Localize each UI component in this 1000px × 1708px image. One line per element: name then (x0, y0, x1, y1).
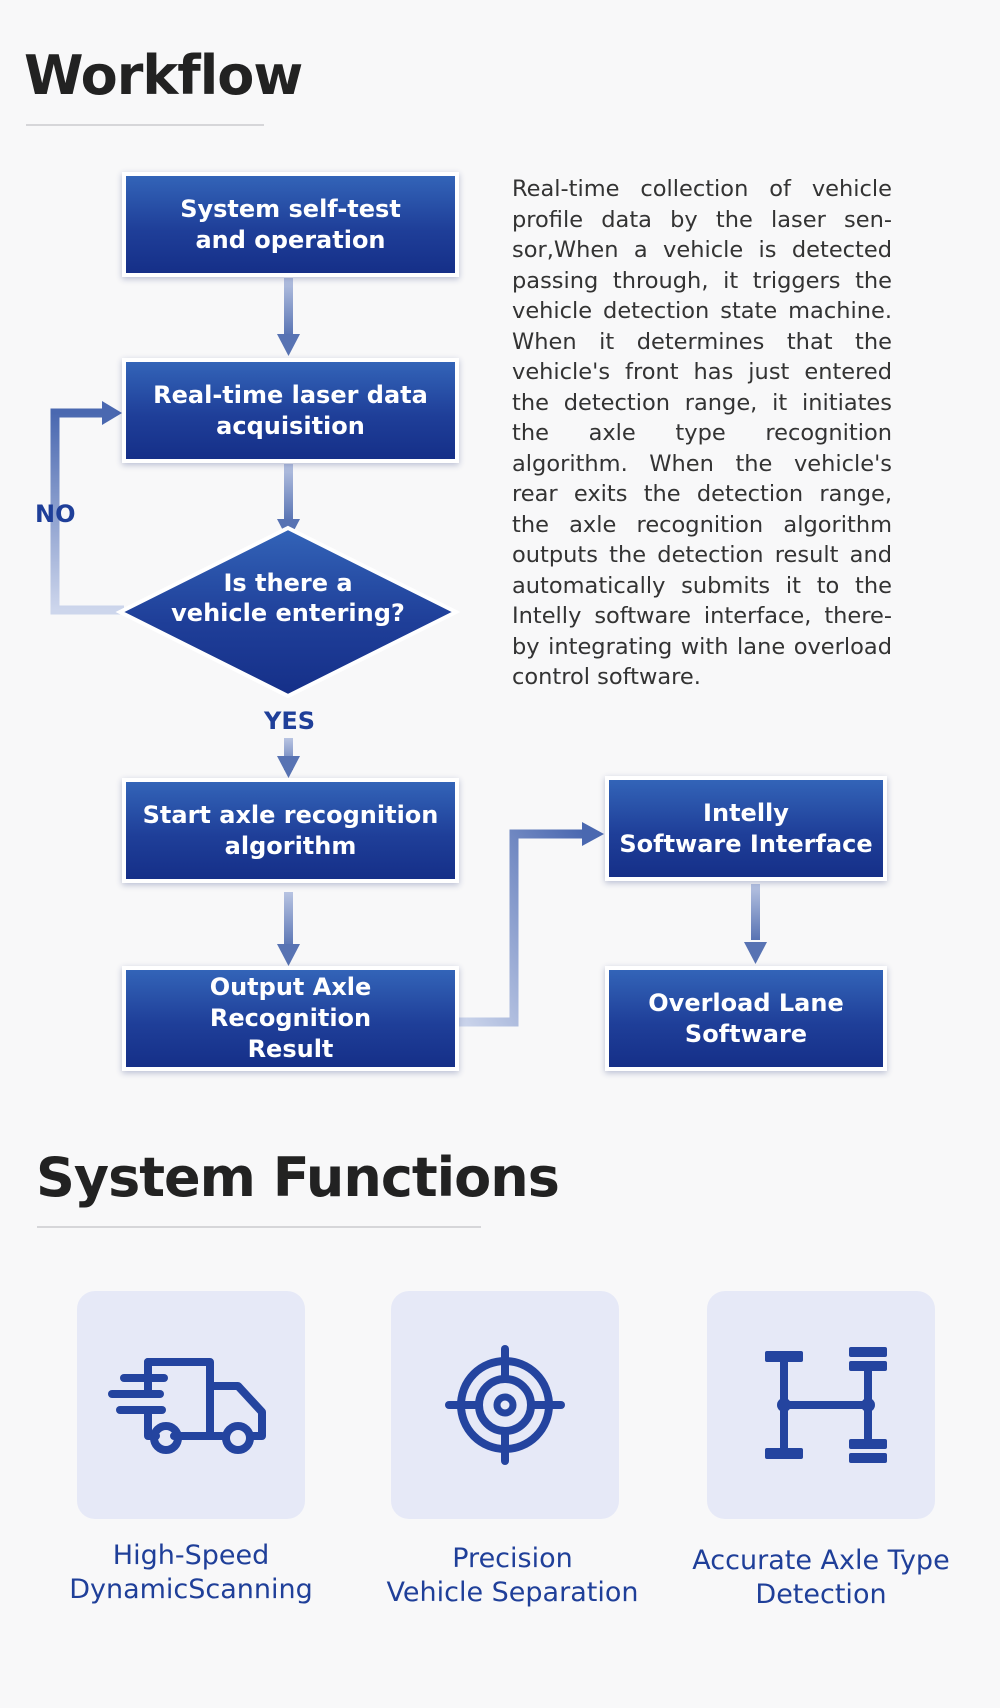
flow-connectors (50, 278, 767, 1027)
step-output-result: Output Axle Recognition Result (122, 966, 459, 1071)
feature-card-separation (391, 1291, 619, 1519)
step-overload-lane-label: Overload Lane Software (648, 988, 844, 1048)
functions-title-rule (37, 1226, 481, 1228)
step-output-result-label: Output Axle Recognition Result (209, 973, 372, 1063)
functions-title: System Functions (36, 1146, 560, 1209)
step-laser-acquisition: Real-time laser data acquisition (122, 358, 459, 463)
arrow-no-loop (50, 401, 124, 615)
axle-chassis-icon (765, 1347, 887, 1463)
arrow-intelly-to-overload (744, 884, 767, 964)
arrow-output-to-intelly (458, 822, 604, 1027)
workflow-title: Workflow (24, 44, 303, 107)
feature-label-axle-detection: Accurate Axle Type Detection (692, 1545, 950, 1610)
step-self-test-label: System self-test and operation (180, 194, 401, 254)
yes-branch-label: YES (264, 707, 316, 735)
step-intelly-interface-label: Intelly Software Interface (619, 798, 873, 858)
step-axle-recognition-label: Start axle recognition algorithm (142, 800, 439, 860)
arrow-axle-to-output (277, 892, 300, 966)
step-overload-lane: Overload Lane Software (605, 966, 887, 1071)
decision-diamond (115, 525, 461, 699)
step-intelly-interface: Intelly Software Interface (605, 776, 887, 881)
feature-label-separation: Precision Vehicle Separation (386, 1543, 639, 1608)
step-axle-recognition: Start axle recognition algorithm (122, 778, 459, 883)
delivery-truck-icon (108, 1358, 266, 1454)
step-self-test: System self-test and operation (122, 172, 459, 277)
feature-card-scanning (77, 1291, 305, 1519)
decision-label: Is there a vehicle entering? (171, 569, 405, 627)
workflow-title-rule (26, 124, 264, 126)
feature-label-scanning: High-Speed DynamicScanning (69, 1540, 313, 1605)
no-branch-label: NO (35, 500, 76, 528)
arrow-decision-to-axle (277, 738, 300, 778)
feature-card-axle-detection (707, 1291, 935, 1519)
step-laser-acquisition-label: Real-time laser data acquisition (153, 380, 428, 440)
crosshair-target-icon (445, 1345, 565, 1465)
workflow-description: Real-time collection of vehicle profile … (512, 176, 892, 690)
arrow-selftest-to-laser (277, 278, 300, 356)
